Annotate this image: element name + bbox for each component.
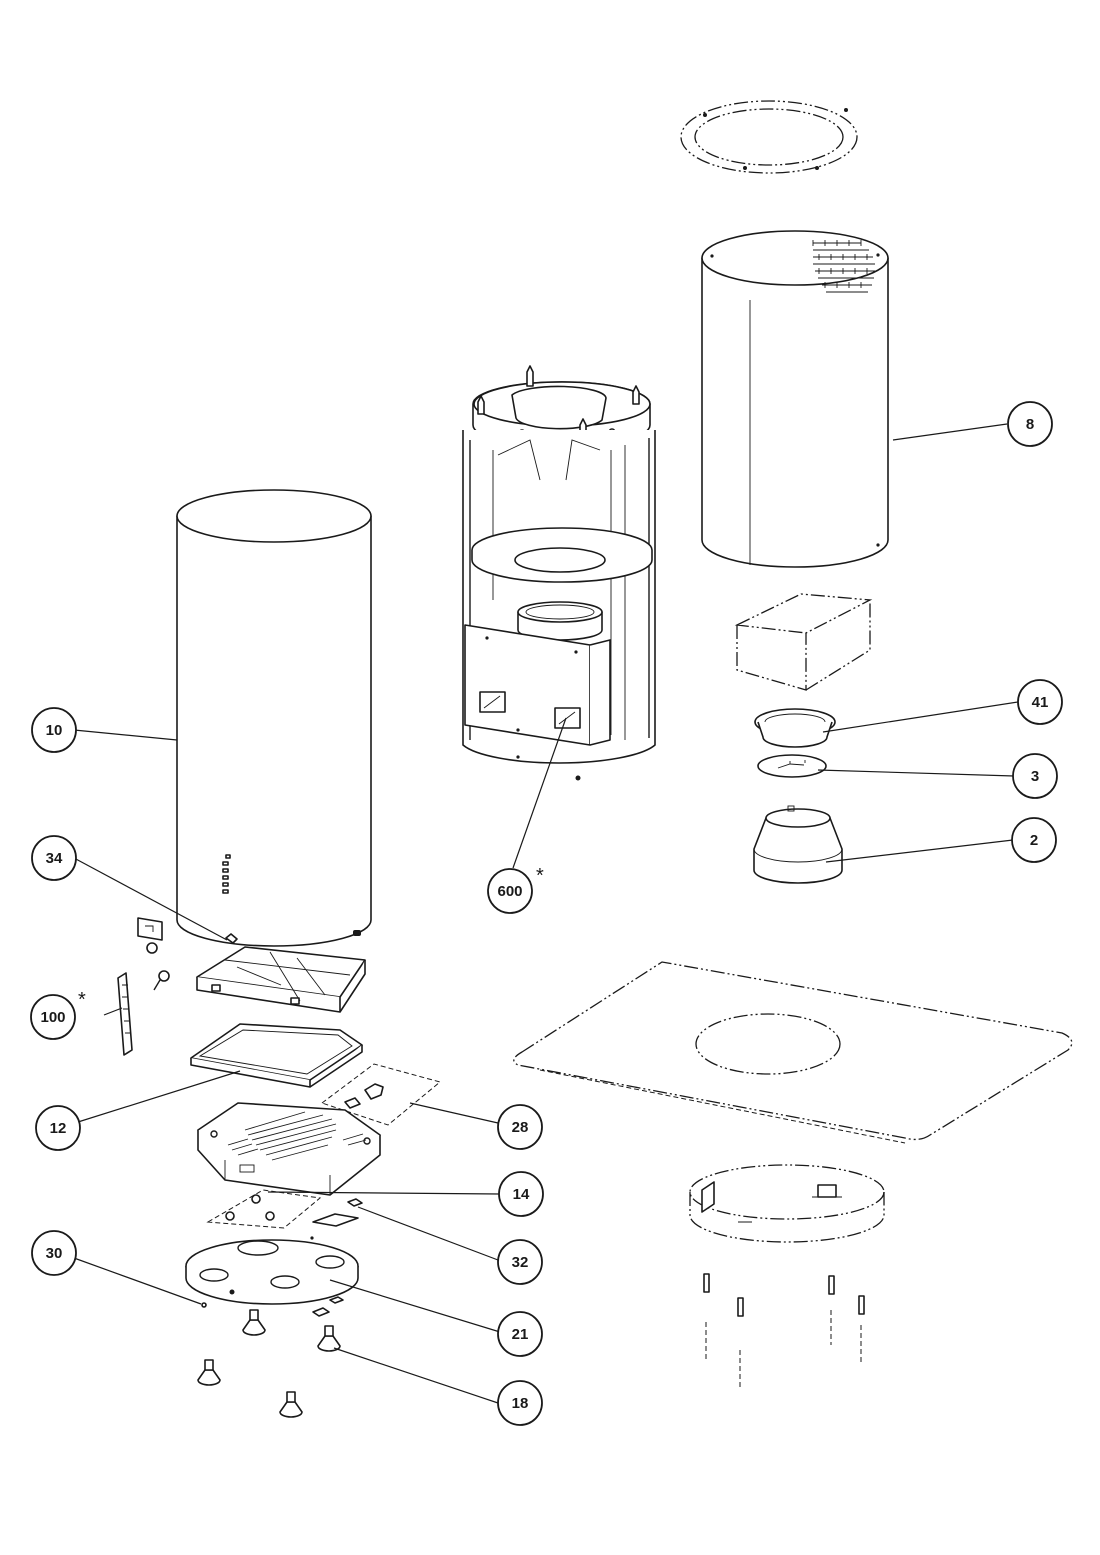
motor-frame-assembly (462, 365, 656, 781)
bottom-tray (185, 1236, 359, 1305)
upper-chimney (701, 230, 889, 568)
svg-text:12: 12 (50, 1120, 67, 1137)
callout-10: 10 (31, 707, 77, 753)
svg-text:32: 32 (512, 1254, 529, 1271)
asterisk-mark: * (78, 989, 86, 1011)
svg-text:8: 8 (1026, 416, 1034, 433)
callout-28: 28 (497, 1104, 543, 1150)
svg-text:41: 41 (1032, 694, 1049, 711)
callout-3: 3 (1012, 753, 1058, 799)
svg-text:28: 28 (512, 1119, 529, 1136)
callout-18: 18 (497, 1380, 543, 1426)
hood-lower-body (197, 1102, 381, 1196)
svg-text:100: 100 (40, 1009, 65, 1026)
mounting-studs (477, 365, 640, 438)
chimney-vent-slots (812, 240, 875, 293)
svg-text:600: 600 (497, 883, 522, 900)
switch-component (312, 1198, 363, 1227)
svg-text:34: 34 (46, 850, 63, 867)
svg-text:21: 21 (512, 1326, 529, 1343)
svg-text:18: 18 (512, 1395, 529, 1412)
svg-text:10: 10 (46, 722, 63, 739)
callout-2: 2 (1011, 817, 1057, 863)
callout-8: 8 (1007, 401, 1053, 447)
lower-chimney (176, 489, 372, 947)
callout-12: 12 (35, 1105, 81, 1151)
callout-34: 34 (31, 835, 77, 881)
callout-41: 41 (1017, 679, 1063, 725)
duct-adapter (753, 805, 843, 884)
callout-32: 32 (497, 1239, 543, 1285)
callout-100: 100 * (30, 989, 86, 1040)
ceiling-ring-outline (680, 100, 858, 174)
mounting-ring (689, 1164, 885, 1390)
callout-30: 30 (31, 1230, 77, 1276)
callout-21: 21 (497, 1311, 543, 1357)
lamp-holder-plate (206, 1189, 322, 1229)
wall-plugs-and-screws (703, 1273, 865, 1390)
glass-panel (190, 1023, 363, 1088)
ceiling-template (513, 961, 1073, 1144)
hood-grille-slots (227, 1111, 367, 1161)
svg-text:2: 2 (1030, 832, 1038, 849)
halogen-lamps (197, 1309, 341, 1418)
control-panel-bar (117, 972, 133, 1056)
svg-text:3: 3 (1031, 768, 1039, 785)
callout-14: 14 (498, 1171, 544, 1217)
svg-text:14: 14 (513, 1186, 530, 1203)
svg-text:30: 30 (46, 1245, 63, 1262)
asterisk-mark: * (536, 865, 544, 887)
control-indicator-slots (222, 854, 231, 894)
flange-ring (754, 708, 836, 748)
control-bracket (137, 917, 238, 991)
carbon-filter-box (734, 593, 873, 691)
grease-filter (196, 946, 366, 1013)
damper-disc (757, 754, 827, 778)
terminal-connectors (201, 1296, 344, 1317)
callout-leader-lines (73, 423, 1019, 1404)
electronic-board (320, 1063, 442, 1126)
callout-600: 600 * (487, 865, 544, 914)
